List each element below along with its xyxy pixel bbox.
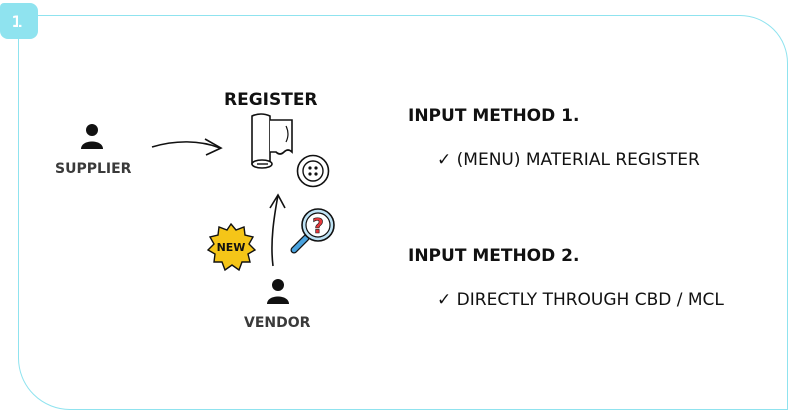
content-frame	[18, 15, 788, 410]
input-method-2-text: DIRECTLY THROUGH CBD / MCL	[456, 290, 724, 310]
input-method-1-text: (MENU) MATERIAL REGISTER	[456, 150, 700, 170]
new-badge-label: NEW	[217, 241, 246, 254]
new-badge-icon: NEW	[206, 222, 257, 272]
search-question-icon: ?	[290, 208, 335, 254]
vendor-to-register-arrow	[269, 193, 286, 267]
supplier-to-register-arrow	[151, 138, 223, 156]
question-mark: ?	[312, 214, 324, 238]
check-icon: ✓	[437, 290, 452, 310]
supplier-person-icon	[81, 124, 103, 149]
supplier-label: SUPPLIER	[55, 161, 132, 177]
fabric-roll-icon	[251, 113, 293, 169]
input-method-1-title: INPUT METHOD 1.	[408, 106, 580, 126]
vendor-person-icon	[267, 279, 289, 304]
input-method-2-title: INPUT METHOD 2.	[408, 246, 580, 266]
check-icon: ✓	[437, 150, 452, 170]
input-method-1-item: ✓ (MENU) MATERIAL REGISTER	[437, 150, 700, 170]
input-method-2-item: ✓ DIRECTLY THROUGH CBD / MCL	[437, 290, 724, 310]
vendor-label: VENDOR	[244, 315, 311, 331]
sewing-button-icon	[296, 154, 330, 188]
register-label: REGISTER	[224, 90, 318, 110]
